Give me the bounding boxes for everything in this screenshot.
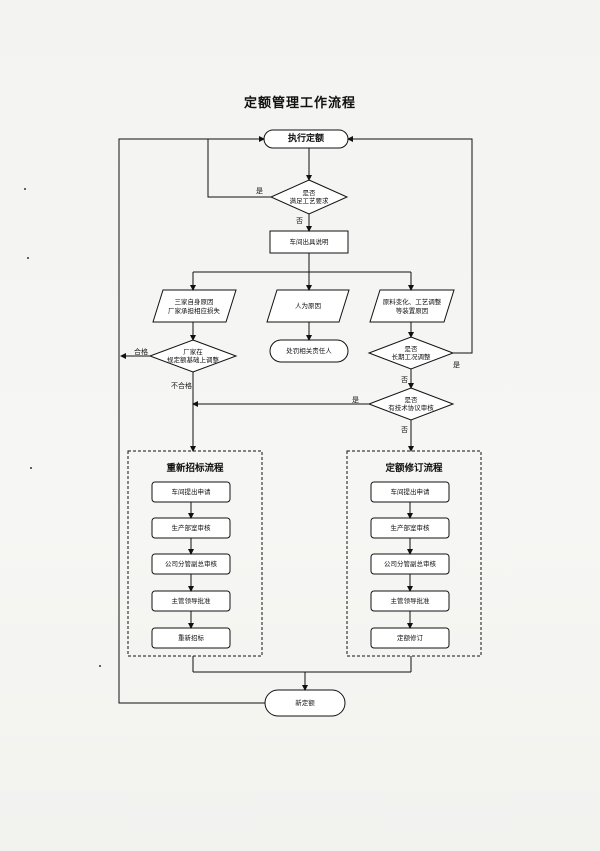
check2-line2: 长期工况调整 — [391, 353, 431, 361]
reasonC-line2: 等装置原因 — [395, 307, 429, 315]
check3-line1: 是否 — [404, 396, 418, 404]
check1-yes-label: 是 — [256, 187, 263, 195]
check1-no-label: 否 — [296, 217, 303, 225]
right-step-3: 公司分管副总审核 — [384, 560, 436, 568]
start-label: 执行定额 — [287, 134, 325, 144]
scan-speck — [24, 188, 26, 190]
left-step-5: 重新招标 — [178, 634, 204, 642]
check2-yes-label: 是 — [453, 361, 460, 369]
adjustA-fail-label: 不合格 — [171, 382, 192, 390]
reasonA-shape — [152, 289, 237, 323]
adjustA-pass-label: 合格 — [134, 348, 148, 356]
group-right-title: 定额修订流程 — [385, 463, 443, 474]
scan-speck — [30, 467, 32, 469]
left-step-1: 车间提出申请 — [171, 488, 211, 496]
right-step-4: 主管领导批准 — [390, 597, 430, 605]
reasonA-line1: 三家自身原因 — [174, 298, 214, 306]
check2-no-label: 否 — [401, 376, 408, 384]
explain-label: 车间出具说明 — [289, 238, 329, 246]
reasonC-shape — [369, 289, 455, 323]
left-step-3: 公司分管副总审核 — [165, 560, 217, 568]
check1-line1: 是否 — [302, 189, 316, 197]
left-step-4: 主管领导批准 — [171, 597, 211, 605]
left-step-2: 生产部室审核 — [171, 524, 211, 532]
check1-line2: 满足工艺要求 — [289, 197, 329, 205]
right-step-1: 车间提出申请 — [390, 488, 430, 496]
group-right-frame — [346, 450, 482, 657]
reasonA-line2: 厂家承担相应损失 — [168, 307, 220, 315]
check3-yes-label: 是 — [352, 396, 359, 404]
right-step-5: 定额修订 — [397, 634, 423, 642]
adjustA-line2: 规定额基础上调整 — [167, 356, 219, 364]
scan-speck — [99, 665, 101, 667]
scan-speck — [27, 257, 29, 259]
reasonB-shape — [266, 289, 350, 323]
reasonB-label: 人为原因 — [295, 302, 321, 310]
new-quota-label: 新定额 — [295, 699, 315, 707]
check3-line2: 有技术协议审核 — [388, 404, 434, 412]
right-step-2: 生产部室审核 — [390, 524, 430, 532]
check2-line1: 是否 — [404, 345, 418, 353]
punish-label: 处罚相关责任人 — [286, 347, 332, 355]
page-title: 定额管理工作流程 — [243, 96, 356, 111]
group-left-title: 重新招标流程 — [166, 463, 224, 474]
reasonC-line1: 原料变化、工艺调整 — [382, 298, 442, 306]
adjustA-line1: 厂家在 — [183, 348, 203, 356]
check3-no-label: 否 — [401, 426, 408, 434]
